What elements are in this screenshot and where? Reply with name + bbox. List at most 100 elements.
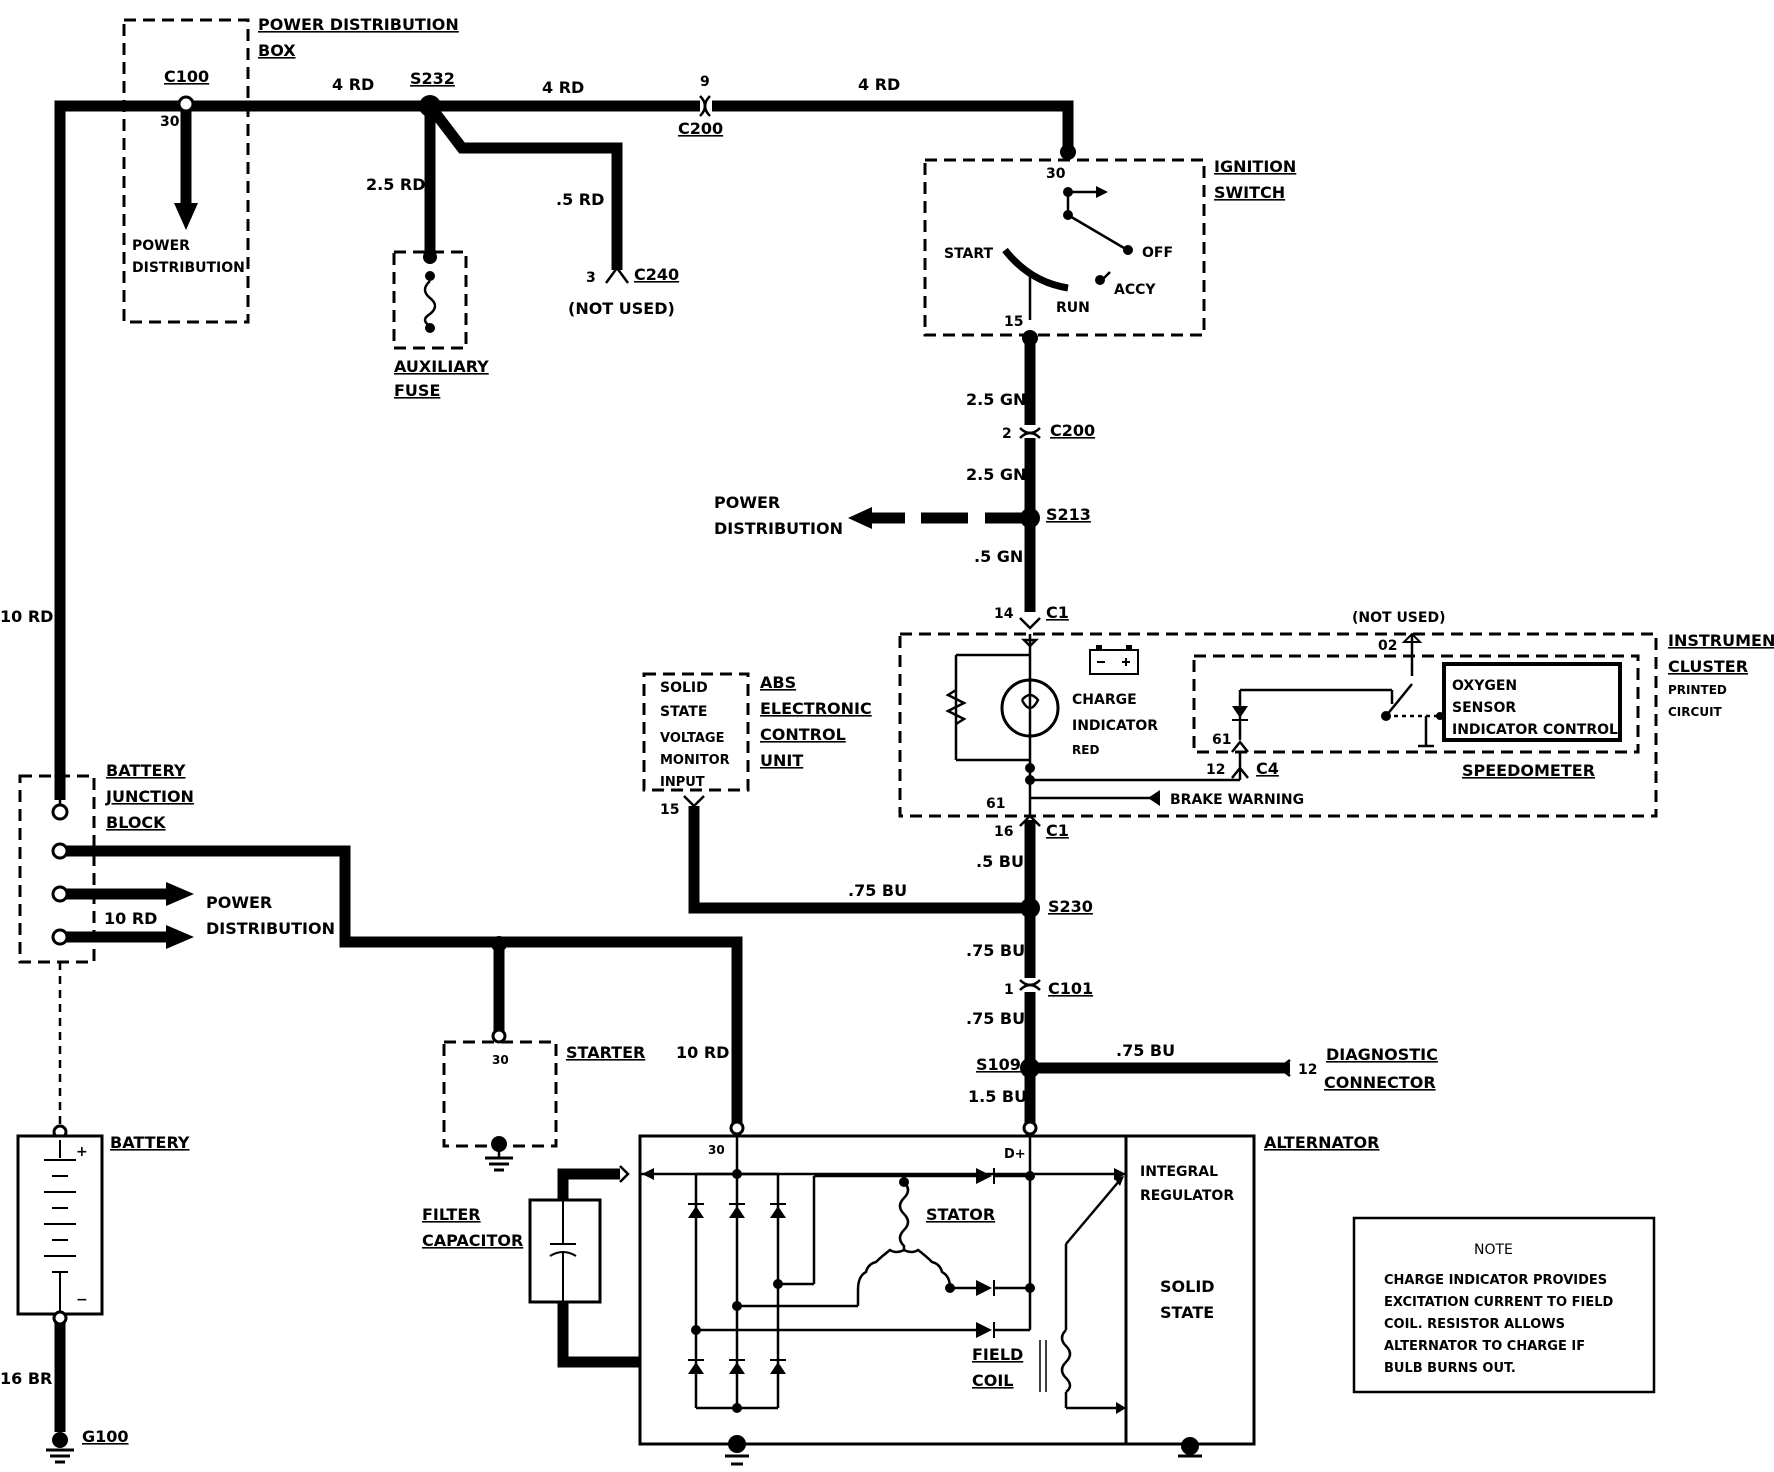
filter-capacitor: FILTER CAPACITOR xyxy=(422,1165,630,1304)
pin-3: 3 xyxy=(586,270,596,286)
ignition-run: RUN xyxy=(1056,300,1090,316)
oxygen-sensor-indicator-control xyxy=(1442,662,1622,742)
pd-left-2: DISTRIBUTION xyxy=(206,919,335,938)
wire-label-0.5gn: .5 GN xyxy=(974,547,1023,566)
abs-input-4: MONITOR xyxy=(660,753,730,768)
connector-c100: C100 xyxy=(164,67,209,86)
charge-indicator-color: RED xyxy=(1072,743,1099,757)
alternator: 30 D+ ALTERNATOR xyxy=(638,1120,1379,1466)
abs-input-1: SOLID xyxy=(660,680,708,696)
cluster-label-3: PRINTED xyxy=(1668,683,1727,697)
wire-label-0.75bu-b: .75 BU xyxy=(966,1009,1025,1028)
note-line-1: CHARGE INDICATOR PROVIDES xyxy=(1384,1273,1607,1288)
connector-c101: C101 xyxy=(1048,979,1093,998)
oxygen-label-1: OXYGEN xyxy=(1452,678,1517,694)
starter: 30 STARTER xyxy=(442,936,645,1172)
brake-warning-label: BRAKE WARNING xyxy=(1170,792,1304,808)
connector-s232: S232 xyxy=(410,69,455,88)
connector-g100: G100 xyxy=(82,1427,129,1446)
wire-label-16br: 16 BR xyxy=(0,1369,52,1388)
wire-0.5rd xyxy=(425,102,623,270)
wires xyxy=(54,100,1290,1432)
starter-label: STARTER xyxy=(566,1043,645,1062)
wire-label-10rd-block: 10 RD xyxy=(104,909,157,928)
solid-state-label-1: SOLID xyxy=(1160,1277,1215,1296)
note-line-5: BULB BURNS OUT. xyxy=(1384,1361,1516,1376)
oxygen-label-3: INDICATOR CONTROL xyxy=(1452,722,1618,738)
abs-input-3: VOLTAGE xyxy=(660,731,725,746)
diag-connector-label-1: DIAGNOSTIC xyxy=(1326,1045,1438,1064)
wire-label-4rd-b: 4 RD xyxy=(542,78,584,97)
cluster-label-2: CLUSTER xyxy=(1668,657,1748,676)
diag-connector-label-2: CONNECTOR xyxy=(1324,1073,1436,1092)
abs-electronic-control-unit: SOLID STATE VOLTAGE MONITOR INPUT ABS EL… xyxy=(642,672,872,818)
note-line-3: COIL. RESISTOR ALLOWS xyxy=(1384,1317,1565,1332)
charge-indicator-label-2: INDICATOR xyxy=(1072,718,1158,734)
oxygen-label-2: SENSOR xyxy=(1452,700,1516,716)
ignition-terminal-30 xyxy=(1060,144,1076,160)
connector-s213: S213 xyxy=(1046,505,1091,524)
ignition-switch: 30 OFF ACCY START RUN 15 IGNITION SWITCH xyxy=(923,144,1296,346)
filter-cap-label-1: FILTER xyxy=(422,1205,481,1224)
note-line-2: EXCITATION CURRENT TO FIELD xyxy=(1384,1295,1613,1310)
not-used-cluster: (NOT USED) xyxy=(1352,610,1445,626)
ground-g100: G100 xyxy=(46,1427,129,1464)
pin-2: 2 xyxy=(1002,426,1012,442)
splice-s213 xyxy=(1020,508,1040,528)
speedometer-label: SPEEDOMETER xyxy=(1462,761,1595,780)
pin-15-abs: 15 xyxy=(660,802,679,818)
connector-c200-top: C200 xyxy=(678,119,723,138)
cluster-label-1: INSTRUMENT xyxy=(1668,631,1774,650)
wire-label-1.5bu: 1.5 BU xyxy=(968,1087,1027,1106)
bjb-label-1: BATTERY xyxy=(106,761,186,780)
wire-0.75bu-abs xyxy=(688,806,1030,914)
ignition-off: OFF xyxy=(1142,245,1173,261)
pin-61: 61 xyxy=(986,796,1005,812)
splice-s109 xyxy=(1020,1058,1040,1078)
abs-input-2: STATE xyxy=(660,704,707,720)
c240-symbol xyxy=(604,265,630,284)
wire-label-2.5gn-a: 2.5 GN xyxy=(966,390,1026,409)
stator-label: STATOR xyxy=(926,1205,995,1224)
pin-12-c4: 12 xyxy=(1206,762,1225,778)
arrow-pd-2 xyxy=(166,925,194,949)
abs-label-3: CONTROL xyxy=(760,725,846,744)
splice-s232 xyxy=(419,95,441,117)
integral-regulator-label-2: REGULATOR xyxy=(1140,1188,1234,1204)
instrument-cluster: CHARGE INDICATOR RED BRAKE WARNING 61 61… xyxy=(898,610,1774,818)
field-coil-label-1: FIELD xyxy=(972,1345,1023,1364)
wire-label-0.5bu: .5 BU xyxy=(976,852,1024,871)
power-distribution-box: POWER DISTRIBUTION BOX C100 30 POWER DIS… xyxy=(122,15,459,324)
abs-label-1: ABS xyxy=(760,673,796,692)
cluster-label-4: CIRCUIT xyxy=(1668,705,1723,719)
battery-junction-block: BATTERY JUNCTION BLOCK 10 RD POWER DISTR… xyxy=(18,761,335,964)
pin-d-plus: D+ xyxy=(1004,1147,1026,1162)
pin-9: 9 xyxy=(700,74,710,90)
battery-label: BATTERY xyxy=(110,1133,190,1152)
arrow-c100-down xyxy=(174,203,198,230)
connector-c200-mid: C200 xyxy=(1050,421,1095,440)
aux-fuse-label-1: AUXILIARY xyxy=(394,357,489,376)
wire-label-2.5gn-b: 2.5 GN xyxy=(966,465,1026,484)
pin-02: 02 xyxy=(1378,638,1397,654)
pdb-inner-2: DISTRIBUTION xyxy=(132,260,245,276)
wire-label-4rd-c: 4 RD xyxy=(858,75,900,94)
wire-label-0.5rd: .5 RD xyxy=(556,190,604,209)
wire-10rd-left xyxy=(54,100,430,800)
connector-c1-bot: C1 xyxy=(1046,821,1069,840)
abs-input-5: INPUT xyxy=(660,775,705,790)
pin-30-c100: 30 xyxy=(160,114,180,130)
connector-c240: C240 xyxy=(634,265,679,284)
not-used-c240: (NOT USED) xyxy=(568,299,675,318)
note-line-4: ALTERNATOR TO CHARGE IF xyxy=(1384,1339,1585,1354)
aux-fuse-label-2: FUSE xyxy=(394,381,440,400)
wire-label-4rd-a: 4 RD xyxy=(332,75,374,94)
charge-indicator-label-1: CHARGE xyxy=(1072,692,1137,708)
field-coil-label-2: COIL xyxy=(972,1371,1014,1390)
pin-14: 14 xyxy=(994,606,1014,622)
auxiliary-fuse: AUXILIARY FUSE xyxy=(392,250,489,400)
wire-10rd-alt xyxy=(60,845,743,1128)
pin-30-starter: 30 xyxy=(492,1053,509,1067)
connector-c4: C4 xyxy=(1256,759,1279,778)
